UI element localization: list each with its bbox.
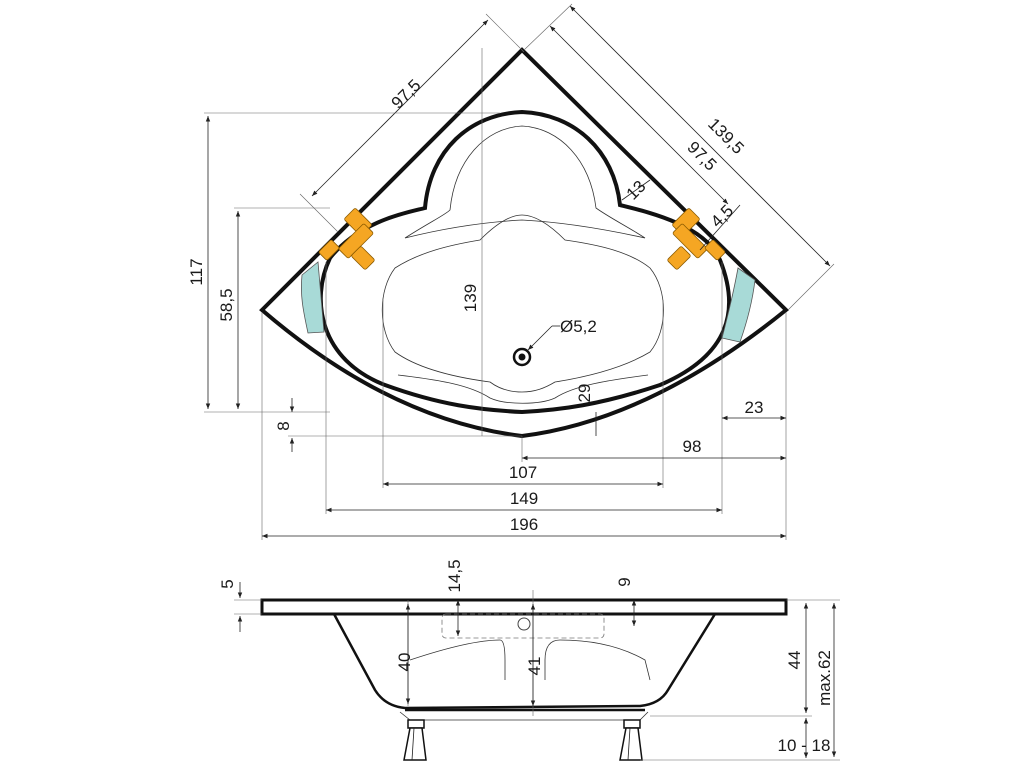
dim-width-98: 98 <box>683 437 702 456</box>
leg-left <box>403 719 427 761</box>
dim-width-149: 149 <box>510 489 538 508</box>
dim-depth-139: 139 <box>461 284 480 312</box>
dim-depth-40: 40 <box>395 653 414 672</box>
side-panel-right <box>721 267 756 343</box>
dim-width-107: 107 <box>509 463 537 482</box>
side-view: 5 14,5 9 40 41 44 max.62 10 - 18 <box>218 559 840 761</box>
tub-body <box>332 613 717 710</box>
dim-drain-29: 29 <box>575 384 594 403</box>
dim-small-8: 8 <box>274 421 293 430</box>
dim-max-62: max.62 <box>815 650 834 706</box>
dim-side-a: 97,5 <box>388 76 425 113</box>
drain-inner <box>518 353 526 361</box>
dim-side-b: 97,5 <box>683 138 720 175</box>
tub-upper-lobe-inner <box>404 125 646 239</box>
dim-height-44: 44 <box>785 651 804 670</box>
dim-offset-9: 9 <box>615 577 634 586</box>
dim-height-117: 117 <box>187 258 206 285</box>
dim-height-585: 58,5 <box>217 288 236 321</box>
tub-outer-outline <box>259 47 789 439</box>
dim-offset-145: 14,5 <box>445 559 464 592</box>
dim-offset-45: 4,5 <box>707 201 737 231</box>
tub-rim <box>260 598 788 616</box>
tub-basin-outline <box>381 214 664 393</box>
tub-inner-rim <box>318 109 732 415</box>
dim-rim-5: 5 <box>218 579 237 588</box>
leg-right <box>619 719 643 761</box>
dim-drain: Ø5,2 <box>560 317 597 336</box>
top-view: 97,5 139,5 97,5 13 4,5 117 58,5 139 Ø5,2 <box>187 3 835 540</box>
dim-depth-41: 41 <box>525 657 544 676</box>
drain-outer <box>512 347 532 367</box>
tub-floor-line <box>397 374 649 404</box>
dim-legs: 10 - 18 <box>778 736 831 755</box>
side-panel-left <box>300 261 325 334</box>
dim-small-23: 23 <box>745 398 764 417</box>
dim-width-196: 196 <box>510 515 538 534</box>
dim-rim-13: 13 <box>623 177 650 204</box>
fitting-left <box>318 208 375 270</box>
